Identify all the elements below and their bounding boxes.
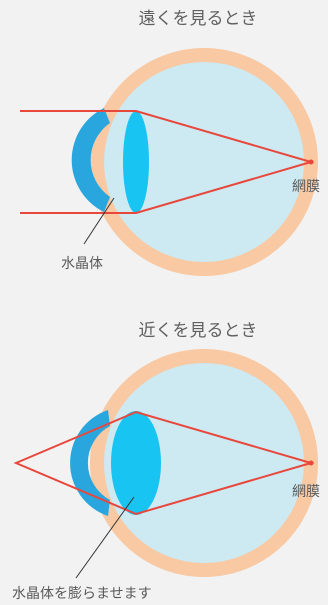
- far-retina-label: 網膜: [292, 179, 320, 195]
- near-title: 近くを見るとき: [139, 321, 258, 341]
- near-retina-label: 網膜: [292, 484, 320, 500]
- near-lens-label: 水晶体を膨らませます: [12, 585, 152, 602]
- near-lens-pointer: [75, 496, 135, 579]
- far-title: 遠くを見るとき: [139, 9, 258, 29]
- far-lens-label: 水晶体: [61, 256, 103, 272]
- far-vision-figure: 遠くを見るとき 網膜 水晶体: [20, 9, 320, 276]
- near-vision-figure: 近くを見るとき 網膜 水晶体を膨らませます: [12, 321, 320, 602]
- far-focal-point: [308, 159, 314, 165]
- near-focal-point: [308, 460, 314, 466]
- far-cornea: [71, 108, 110, 212]
- far-lens-pointer: [83, 197, 115, 245]
- near-lens: [111, 411, 161, 515]
- far-lens: [123, 111, 149, 213]
